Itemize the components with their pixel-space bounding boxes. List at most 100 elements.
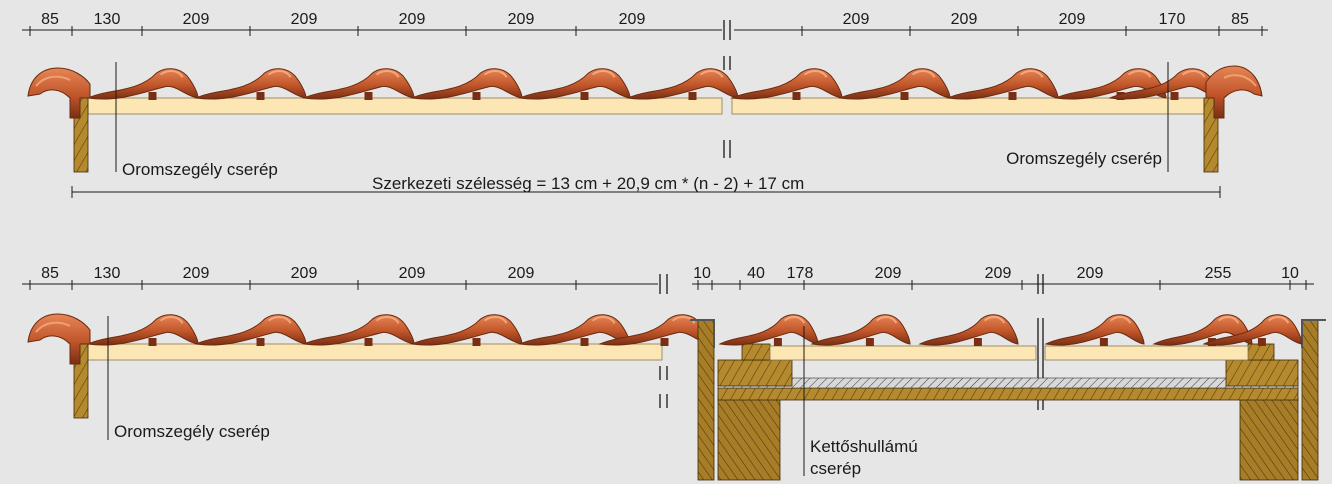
roof-tile-highlight	[267, 316, 292, 324]
roof-tile-highlight	[591, 316, 616, 324]
roof-tile	[838, 68, 951, 100]
top-dimension: 209	[290, 11, 318, 28]
top-dimension: 209	[842, 11, 870, 28]
br-block-right	[1225, 359, 1299, 387]
roof-tile-highlight	[699, 70, 724, 78]
bl-dimension: 209	[182, 265, 210, 282]
roof-tile	[86, 314, 199, 346]
top-dimension: 130	[93, 11, 121, 28]
br-membrane	[717, 377, 1299, 389]
roof-tile-lug	[256, 338, 265, 346]
bl-dimension: 209	[507, 265, 535, 282]
roof-tile	[918, 314, 1019, 346]
br-batten-left	[769, 345, 1037, 361]
roof-tile-lug	[148, 92, 157, 100]
br-dimension-ticks	[697, 280, 1307, 290]
roof-tile-highlight	[1181, 70, 1206, 78]
bl-tiles	[86, 314, 711, 346]
top-batten-left	[87, 97, 723, 115]
bl-verge-tile	[27, 313, 91, 365]
top-verge-tile-left	[27, 67, 91, 119]
top-dimension-ticks	[29, 26, 1263, 36]
roof-tile	[626, 68, 739, 100]
bl-dimension-ticks	[29, 280, 577, 290]
roof-tile-lug	[1170, 92, 1179, 100]
top-dimension: 85	[41, 11, 59, 28]
top-dimension: 170	[1158, 11, 1186, 28]
top-verge-tile-right	[1205, 65, 1263, 119]
bottom-right-section	[690, 274, 1326, 481]
roof-tile-highlight	[803, 70, 828, 78]
roof-tile	[302, 68, 415, 100]
top-dimension: 85	[1231, 11, 1249, 28]
roof-tile-lug	[148, 338, 157, 346]
roof-tile-highlight	[1110, 316, 1132, 324]
roof-tile-lug	[792, 92, 801, 100]
roof-tile-highlight	[159, 316, 184, 324]
top-break-marks	[723, 20, 731, 158]
br-label-line1: Kettőshullámú	[810, 437, 918, 456]
roof-tile-highlight	[591, 70, 616, 78]
roof-tile	[1044, 314, 1145, 346]
roof-tile	[410, 314, 523, 346]
roof-tile-highlight	[375, 70, 400, 78]
br-beam-right	[1239, 397, 1299, 481]
roof-tile	[718, 314, 819, 346]
br-beam-left	[717, 397, 781, 481]
br-block-left	[717, 359, 793, 387]
roof-tile	[194, 68, 307, 100]
top-dimension: 209	[1058, 11, 1086, 28]
roof-tile-highlight	[784, 316, 806, 324]
roof-tile-lug	[472, 338, 481, 346]
roof-tile-highlight	[984, 316, 1006, 324]
top-dimension: 209	[950, 11, 978, 28]
top-dimension: 209	[182, 11, 210, 28]
roof-tile-lug	[364, 92, 373, 100]
roof-tile-lug	[364, 338, 373, 346]
roof-tile-lug	[865, 338, 874, 346]
roof-tile-highlight	[375, 316, 400, 324]
roof-tile	[1202, 314, 1303, 346]
roof-tile-lug	[900, 92, 909, 100]
br-wall-right	[1301, 319, 1319, 481]
top-label-left: Oromszegély cserép	[122, 160, 278, 179]
br-flashing-right	[1301, 319, 1326, 348]
top-dimension: 209	[507, 11, 535, 28]
roof-tile	[302, 314, 415, 346]
roof-tile	[730, 68, 843, 100]
roof-tile-highlight	[911, 70, 936, 78]
roof-tile-highlight	[1218, 316, 1240, 324]
top-section	[22, 20, 1268, 198]
top-dimension: 209	[398, 11, 426, 28]
roof-tile-highlight	[267, 70, 292, 78]
structural-width-formula: Szerkezeti szélesség = 13 cm + 20,9 cm *…	[372, 174, 805, 193]
roof-tile-lug	[973, 338, 982, 346]
br-tiles	[718, 314, 1303, 346]
roof-tile-lug	[1008, 92, 1017, 100]
br-dimension: 209	[1076, 265, 1104, 282]
roof-tile	[810, 314, 911, 346]
bl-dimension: 209	[398, 265, 426, 282]
roof-tile	[518, 314, 631, 346]
br-raised-batten-left	[741, 343, 771, 361]
roof-tile-lug	[1099, 338, 1108, 346]
bl-dimension: 130	[93, 265, 121, 282]
br-flashing-left	[690, 319, 715, 348]
roof-tile-lug	[773, 338, 782, 346]
br-raised-batten-right	[1247, 343, 1275, 361]
br-rafter	[717, 387, 1299, 401]
roof-tile-highlight	[876, 316, 898, 324]
roof-tile-highlight	[159, 70, 184, 78]
roof-tile	[194, 314, 307, 346]
br-dimension: 209	[874, 265, 902, 282]
br-batten-right	[1044, 345, 1249, 361]
top-tiles	[86, 68, 1221, 100]
roof-tile	[86, 68, 199, 100]
roof-tile-highlight	[483, 70, 508, 78]
br-dimension: 10	[1281, 265, 1299, 282]
bottom-left-section	[22, 274, 711, 440]
bl-batten	[87, 343, 663, 361]
br-wall-left	[697, 319, 715, 481]
bl-dimension: 209	[290, 265, 318, 282]
roof-tile-highlight	[483, 316, 508, 324]
